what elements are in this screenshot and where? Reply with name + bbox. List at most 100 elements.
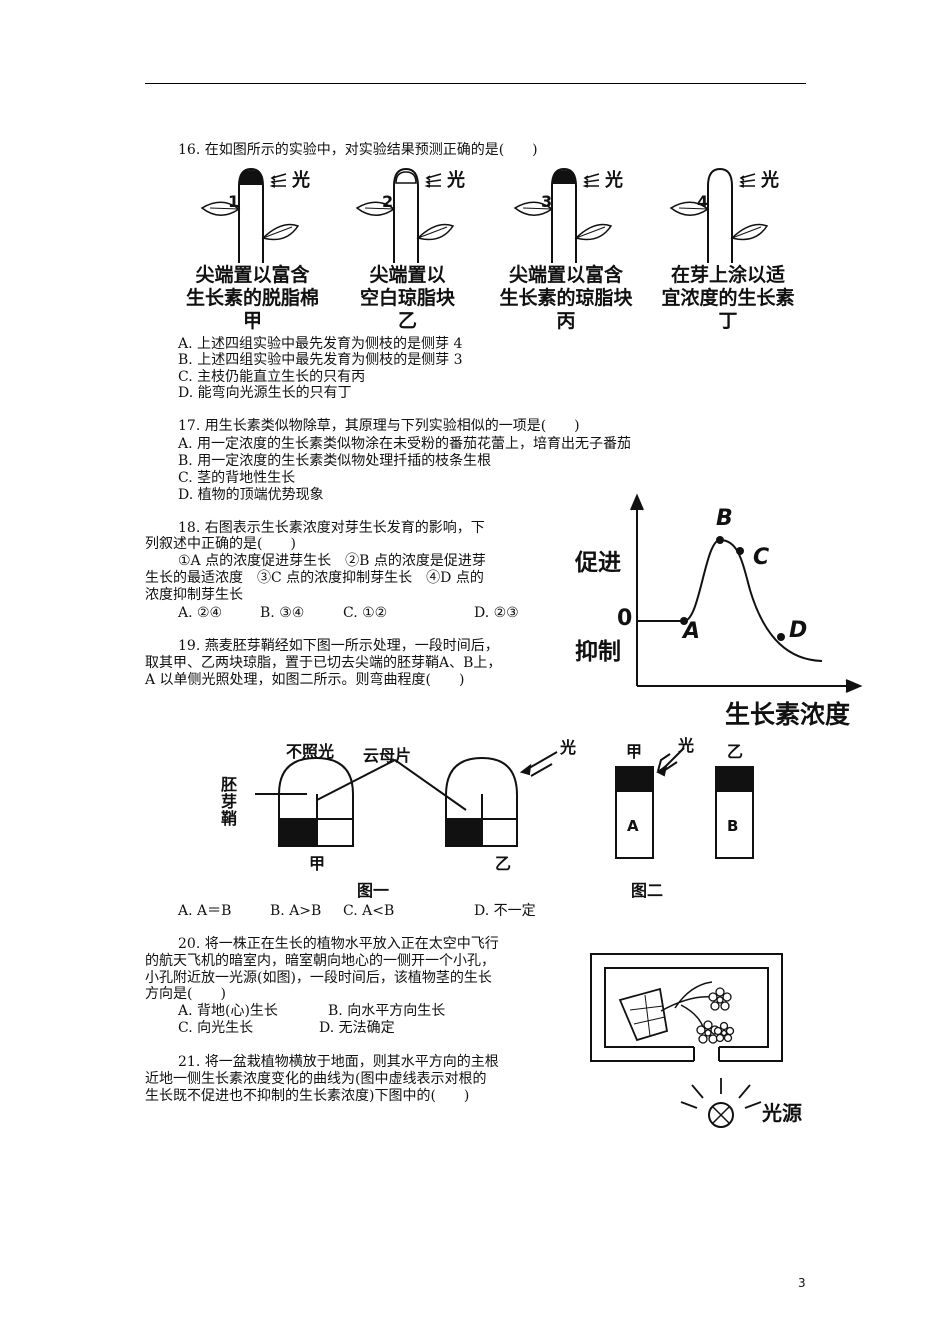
fig19-tube-a-label: A [627, 817, 639, 835]
q18-line-1: 18. 右图表示生长素浓度对芽生长发育的影响，下 [178, 520, 485, 536]
q19-figure [255, 747, 754, 859]
y-axis-arrow [630, 493, 644, 511]
q18-line-4: 生长的最适浓度 ③C 点的浓度抑制芽生长 ④D 点的 [145, 570, 484, 586]
plant-caption-bing: 尖端置以富含生长素的琼脂块丙 [499, 264, 633, 332]
q19-option-a: A. A＝B [178, 903, 232, 919]
q16-option-b: B. 上述四组实验中最先发育为侧枝的是侧芽 3 [178, 352, 463, 368]
block-yi-right [481, 818, 518, 847]
q19-line-1: 19. 燕麦胚芽鞘经如下图一所示处理，一段时间后， [178, 638, 499, 654]
flower-pot [618, 987, 669, 1042]
fig19-no-light: 不照光 [286, 742, 335, 761]
q20-light-source-label: 光源 [762, 1101, 802, 1125]
plant-yi [355, 167, 455, 263]
fig19-light-2: 光 [678, 736, 695, 755]
q20-line-1: 20. 将一株正在生长的植物水平放入正在太空中飞行 [178, 936, 499, 952]
bud-number-3: 3 [541, 192, 553, 211]
graph-point-label-d: D [789, 618, 808, 643]
graph-ylabel-promote: 促进 [575, 550, 621, 576]
q16-option-c: C. 主枝仍能直立生长的只有丙 [178, 369, 366, 385]
coleoptile-right [445, 756, 518, 846]
fig19-jia-tube-label: 甲 [626, 742, 643, 761]
q20-figure [590, 953, 783, 1128]
point-d [777, 633, 785, 641]
plant-caption-jia: 尖端置以富含生长素的脱脂棉甲 [185, 264, 319, 332]
header-rule [145, 83, 806, 84]
q19-line-2: 取其甲、乙两块琼脂，置于已切去尖端的胚芽鞘A、B上， [145, 655, 502, 671]
light-arrows [269, 173, 756, 188]
q19-option-b: B. A>B [270, 903, 322, 919]
fig19-fig2-caption: 图二 [631, 881, 664, 900]
q18-graph [630, 493, 863, 693]
q20-option-a: A. 背地(心)生长 [178, 1003, 278, 1019]
light-label-3: 光 [605, 170, 623, 191]
bud-number-4: 4 [697, 192, 709, 211]
page-number: 3 [798, 1276, 806, 1290]
plant-bing [513, 167, 613, 263]
q18-line-2: 列叙述中正确的是( ) [145, 536, 296, 552]
q20-line-2: 的航天飞机的暗室内，暗室朝向地心的一侧开一个小孔， [145, 953, 495, 969]
q18-option-d: D. ②③ [474, 605, 519, 621]
q19-option-d: D. 不一定 [474, 903, 536, 919]
light-label-1: 光 [292, 170, 310, 191]
fig19-coleoptile: 胚 芽 鞘 [221, 775, 238, 828]
q17-stem: 17. 用生长素类似物除草，其原理与下列实验相似的一项是( ) [178, 418, 580, 434]
plant-ding [669, 167, 769, 263]
coleoptile-left [278, 756, 354, 846]
q16-option-a: A. 上述四组实验中最先发育为侧枝的是侧芽 4 [178, 336, 463, 352]
q19-line-3: A 以单侧光照处理，如图二所示。则弯曲程度( ) [145, 672, 465, 688]
light-source-bulb [708, 1102, 734, 1128]
light-label-4: 光 [761, 170, 779, 191]
bud-number-1: 1 [228, 192, 240, 211]
q17-option-a: A. 用一定浓度的生长素类似物涂在未受粉的番茄花蕾上，培育出无子番茄 [178, 436, 632, 452]
q20-option-c: C. 向光生长 [178, 1020, 254, 1036]
x-axis-arrow [845, 679, 863, 693]
q17-option-c: C. 茎的背地性生长 [178, 470, 296, 486]
flowers [696, 987, 735, 1044]
q20-option-d: D. 无法确定 [319, 1020, 395, 1036]
graph-xlabel: 生长素浓度 [725, 700, 851, 729]
fig19-tube-b-label: B [727, 817, 739, 835]
fig19-light-1: 光 [560, 738, 577, 757]
plant-caption-ding: 在芽上涂以适宜浓度的生长素丁 [661, 264, 795, 332]
mica-pointer [316, 758, 467, 811]
q21-line-3: 生长既不促进也不抑制的生长素浓度)下图中的( ) [145, 1088, 470, 1104]
point-b [716, 536, 724, 544]
dark-room-outer [590, 953, 783, 1062]
q19-option-c: C. A<B [343, 903, 395, 919]
bud-number-2: 2 [382, 192, 394, 211]
q18-option-b: B. ③④ [260, 605, 305, 621]
tube-b-block [715, 766, 754, 792]
q20-line-3: 小孔附近放一光源(如图)，一段时间后，该植物茎的生长 [145, 970, 492, 986]
q18-option-c: C. ①② [343, 605, 388, 621]
plant-caption-yi: 尖端置以空白琼脂块乙 [359, 264, 455, 332]
graph-ylabel-inhibit: 抑制 [575, 639, 621, 665]
fig19-yi-tube-label: 乙 [727, 742, 744, 761]
block-yi-left [316, 818, 354, 847]
fig19-mica: 云母片 [363, 746, 412, 765]
q17-option-b: B. 用一定浓度的生长素类似物处理扦插的枝条生根 [178, 453, 492, 469]
q17-option-d: D. 植物的顶端优势现象 [178, 487, 324, 503]
point-c [736, 547, 744, 555]
graph-point-label-a: A [683, 619, 701, 644]
graph-points [680, 536, 785, 641]
q20-line-4: 方向是( ) [145, 986, 226, 1002]
fig19-fig1-caption: 图一 [357, 881, 390, 900]
q16-stem: 16. 在如图所示的实验中，对实验结果预测正确的是( ) [178, 142, 538, 158]
q18-option-a: A. ②④ [178, 605, 223, 621]
light-label-2: 光 [447, 170, 465, 191]
graph-point-label-c: C [753, 545, 770, 570]
graph-point-label-b: B [716, 506, 733, 531]
q21-line-2: 近地一侧生长素浓度变化的曲线为(图中虚线表示对根的 [145, 1071, 487, 1087]
q16-plants-figure [200, 167, 769, 263]
plant-jia [200, 167, 300, 263]
q20-option-b: B. 向水平方向生长 [328, 1003, 446, 1019]
graph-ylabel-zero: 0 [617, 606, 633, 631]
q18-line-3: ①A 点的浓度促进芽生长 ②B 点的浓度是促进芽 [178, 553, 486, 569]
q21-line-1: 21. 将一盆栽植物横放于地面，则其水平方向的主根 [178, 1054, 499, 1070]
q18-line-5: 浓度抑制芽生长 [145, 587, 243, 603]
fig19-yi-caption: 乙 [495, 854, 512, 873]
tube-a-block [615, 766, 654, 792]
fig19-jia-caption: 甲 [309, 854, 326, 873]
dark-room-inner [604, 967, 769, 1048]
